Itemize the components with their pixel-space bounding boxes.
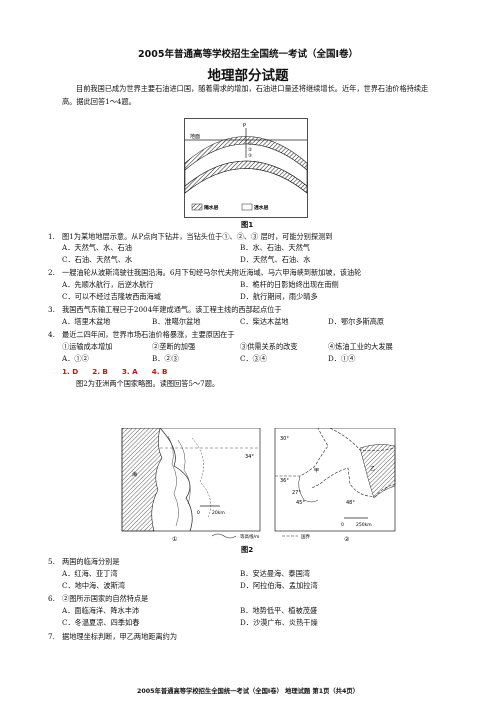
map1-label: ① xyxy=(172,536,177,543)
q3-option-d: D．鄂尔多斯高原 xyxy=(328,317,385,326)
map1-scale-zero: 0 xyxy=(197,510,200,516)
q3-option-b: B．准噶尔盆地 xyxy=(152,317,201,326)
q6-option-c: C．冬温夏凉、四季如春 xyxy=(62,618,140,627)
q6-option-d: D．沙漠广布、炎热干燥 xyxy=(240,618,318,627)
question-7: 7.据地理坐标判断，甲乙两地距离约为 xyxy=(48,632,178,641)
intro-paragraph: 目前我国已成为世界主要石油进口国，随着需求的增加，石油进口量还将继续增长。近年，… xyxy=(62,84,429,106)
legend-aquifer: 透水层 xyxy=(254,204,269,211)
answer-2: 2. B xyxy=(92,367,108,376)
layer3-label: ③ xyxy=(248,153,252,159)
figure2-maps: 34° 海 0 20km ① 30° 36° 27° 45° 48° 甲 乙 0… xyxy=(121,428,396,543)
map2-lat-30: 30° xyxy=(280,436,289,442)
q2-option-a: A．先顺水航行，后逆水航行 xyxy=(62,280,154,289)
answer-4: 4. B xyxy=(151,367,168,376)
map2-lat-36: 36° xyxy=(280,478,289,484)
question-3: 3.我国西气东输工程已于2004年建成通气。该工程主线的西部起点位于 xyxy=(48,305,282,314)
q4-item-4: ④炼油工业的大发展 xyxy=(328,342,393,351)
legend-border: 国界 xyxy=(301,534,310,540)
q4-item-1: ①运输成本增加 xyxy=(62,342,113,351)
answer-1: 1. D xyxy=(62,367,79,376)
question-1: 1.图1为某地地层示意。从P点向下钻井，当钻头位于①、②、③ 层时，可能分别探测… xyxy=(48,232,333,241)
legend-contour: 等高线/m xyxy=(240,533,259,540)
q4-option-b: B．②③ xyxy=(152,354,179,363)
q4-option-c: C．③④ xyxy=(240,354,268,363)
q1-option-d: D．天然气、石油、水 xyxy=(240,255,311,264)
q1-option-a: A．天然气、水、石油 xyxy=(62,243,132,252)
map2-lat-27: 27° xyxy=(292,490,301,496)
q1-option-c: C．石油、天然气、水 xyxy=(62,255,133,264)
q5-option-a: A．红海、亚丁湾 xyxy=(62,569,118,578)
map2-point-b: 乙 xyxy=(370,465,375,472)
map2-scale-zero: 0 xyxy=(341,522,344,528)
q2-option-c: C．可以不经过吉隆坡西南海域 xyxy=(62,292,161,301)
q4-item-2: ②垄断的加强 xyxy=(152,342,196,351)
q5-option-b: B．安达曼海、泰国湾 xyxy=(240,569,310,578)
q6-option-a: A．面临海洋、降水丰沛 xyxy=(62,606,140,615)
surface-label: 地面 xyxy=(190,133,200,140)
intro-2: 图2为亚洲两个国家略图。读图回答5～7题。 xyxy=(76,379,220,388)
question-6: 6.②图所示国家的自然特点是 xyxy=(48,594,149,603)
legend-aquiclude: 隔水层 xyxy=(204,204,219,211)
q3-option-c: C．柴达木盆地 xyxy=(240,317,289,326)
q5-option-c: C．地中海、波斯湾 xyxy=(62,581,126,590)
q2-option-d: D．航行期间，雨少晴多 xyxy=(240,292,318,301)
map2-point-a: 甲 xyxy=(314,468,319,474)
map-2: 30° 36° 27° 45° 48° 甲 乙 0 250km ② xyxy=(274,428,396,543)
exam-title: 2005年普通高等学校招生全国统一考试（全国Ⅰ卷） xyxy=(138,49,358,60)
question-5: 5.两国的临海分别是 xyxy=(48,557,120,566)
q5-option-d: D．阿拉伯海、孟加拉湾 xyxy=(240,581,318,590)
layer2-label: ② xyxy=(248,147,252,153)
page-footer: 2005年普通高等学校招生全国统一考试（全国Ⅰ卷） 地理试题 第1页（共4页） xyxy=(137,688,359,695)
q6-option-b: B．地势低平、植被茂盛 xyxy=(240,606,318,615)
q4-item-3: ③供需关系的改变 xyxy=(240,342,298,351)
question-4: 4.最近二四年间，世界市场石油价格暴涨，主要原因在于 xyxy=(48,330,235,339)
map2-label: ② xyxy=(344,536,350,543)
subject-title: 地理部分试题 xyxy=(207,68,289,84)
answer-key: 1. D 2. B 3. A 4. B xyxy=(62,367,181,376)
q1-option-b: B．水、石油、天然气 xyxy=(240,243,310,252)
map-1: 34° 海 0 20km ① xyxy=(121,428,261,543)
layer1-label: ① xyxy=(248,141,252,147)
answer-3: 3. A xyxy=(121,367,138,376)
map1-lat-34: 34° xyxy=(245,454,254,460)
q2-option-b: B．桅杆的日影始终出现在南侧 xyxy=(240,280,339,289)
map2-lon-48: 48° xyxy=(346,500,355,506)
map1-sea-label: 海 xyxy=(132,471,137,478)
figure1-strata-diagram: 地面 P ① ② ③ 隔水层 透水层 xyxy=(184,118,308,218)
map1-scale: 20km xyxy=(212,510,225,516)
map2-scale: 250km xyxy=(356,522,372,528)
q4-option-d: D．①④ xyxy=(328,354,356,363)
figure1-caption: 图1 xyxy=(241,220,254,229)
question-2: 2.一艘油轮从波斯湾驶往我国沿海。6月下旬经马尔代夫附近海域、马六甲海峡到新加坡… xyxy=(48,268,362,277)
map2-lon-45: 45° xyxy=(296,500,305,506)
point-p-label: P xyxy=(243,123,246,129)
q4-option-a: A．①② xyxy=(62,354,89,363)
q3-option-a: A．塔里木盆地 xyxy=(62,317,111,326)
figure2-caption: 图2 xyxy=(241,545,254,554)
